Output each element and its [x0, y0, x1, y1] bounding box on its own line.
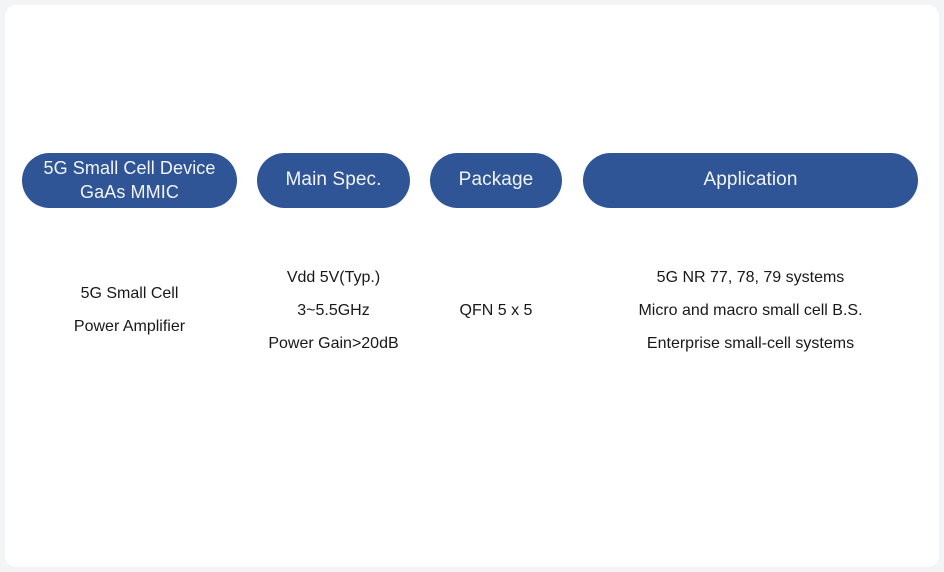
content-line: 5G NR 77, 78, 79 systems [656, 268, 845, 286]
content-line: QFN 5 x 5 [459, 301, 533, 319]
content-line: 5G Small Cell [80, 285, 179, 302]
device-heading-pill: 5G Small Cell Device GaAs MMIC [22, 153, 237, 208]
package-content-column: QFN 5 x 5 [425, 245, 567, 375]
content-line: Power Amplifier [73, 318, 186, 335]
application-heading-pill: Application [583, 153, 918, 208]
application-content-column: 5G NR 77, 78, 79 systems Micro and macro… [583, 245, 918, 375]
device-content-column: 5G Small Cell Power Amplifier [22, 245, 237, 375]
main-spec-heading-label: Main Spec. [285, 169, 382, 191]
content-line: Vdd 5V(Typ.) [286, 268, 381, 286]
heading-pill-row: 5G Small Cell Device GaAs MMIC Main Spec… [5, 153, 939, 213]
content-line: Power Gain>20dB [268, 334, 399, 352]
application-heading-label: Application [703, 169, 798, 191]
content-line: 3~5.5GHz [297, 301, 370, 319]
main-spec-content-column: Vdd 5V(Typ.) 3~5.5GHz Power Gain>20dB [257, 245, 410, 375]
content-column-row: 5G Small Cell Power Amplifier Vdd 5V(Typ… [5, 245, 939, 375]
slide-card: 5G Small Cell Device GaAs MMIC Main Spec… [5, 5, 939, 567]
package-heading-label: Package [458, 169, 534, 191]
content-line: Micro and macro small cell B.S. [638, 301, 863, 319]
package-heading-pill: Package [430, 153, 562, 208]
content-line: Enterprise small-cell systems [646, 334, 855, 352]
device-heading-label: 5G Small Cell Device GaAs MMIC [43, 158, 216, 202]
main-spec-heading-pill: Main Spec. [257, 153, 410, 208]
